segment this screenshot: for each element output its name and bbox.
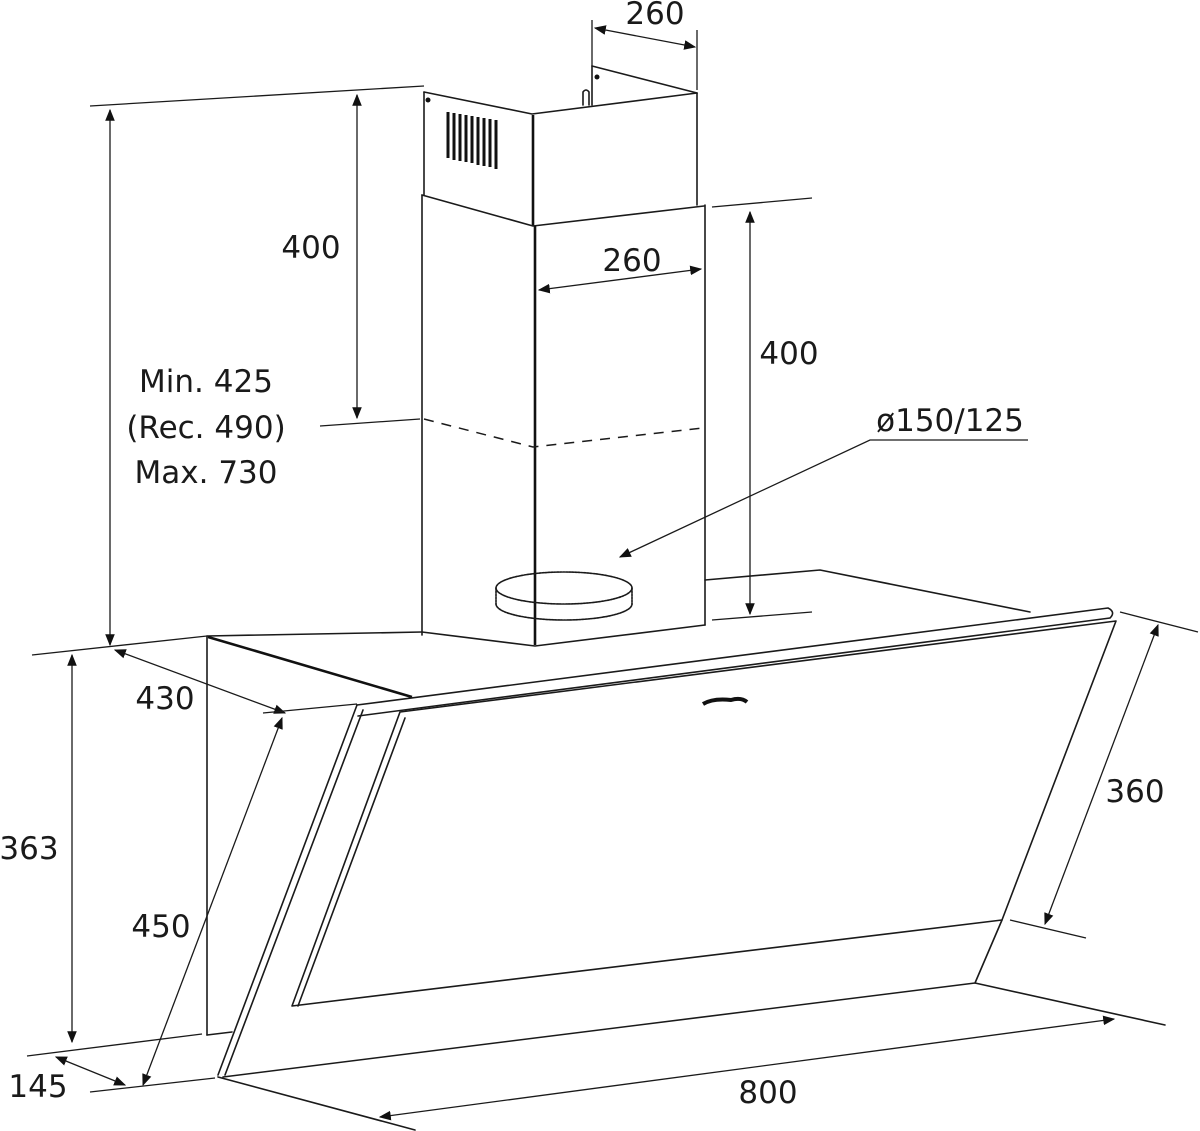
label-duct-diameter: ø150/125 xyxy=(876,403,1024,439)
label-bottom-depth: 145 xyxy=(8,1069,67,1105)
lower-chimney-section xyxy=(421,194,706,647)
angled-glass-panel xyxy=(217,607,1166,1131)
upper-chimney-section xyxy=(423,65,698,226)
label-glass-slant-height: 450 xyxy=(131,909,190,945)
exhaust-duct-collar xyxy=(495,571,633,621)
label-height-rec: (Rec. 490) xyxy=(126,410,285,446)
label-body-height: 363 xyxy=(0,831,59,867)
label-chimney-lower-height: 400 xyxy=(759,336,818,372)
label-height-max: Max. 730 xyxy=(135,455,278,491)
label-height-min: Min. 425 xyxy=(139,364,273,400)
brand-logo xyxy=(701,696,749,706)
ventilation-grille xyxy=(446,112,498,169)
label-chimney-upper-width: 260 xyxy=(625,0,684,32)
label-chimney-lower-width: 260 xyxy=(602,243,661,279)
label-chimney-upper-height: 400 xyxy=(281,230,340,266)
label-total-width: 800 xyxy=(738,1075,797,1111)
label-glass-panel-height: 360 xyxy=(1105,774,1164,810)
label-body-depth: 430 xyxy=(135,681,194,717)
hood-body xyxy=(206,569,1031,1036)
